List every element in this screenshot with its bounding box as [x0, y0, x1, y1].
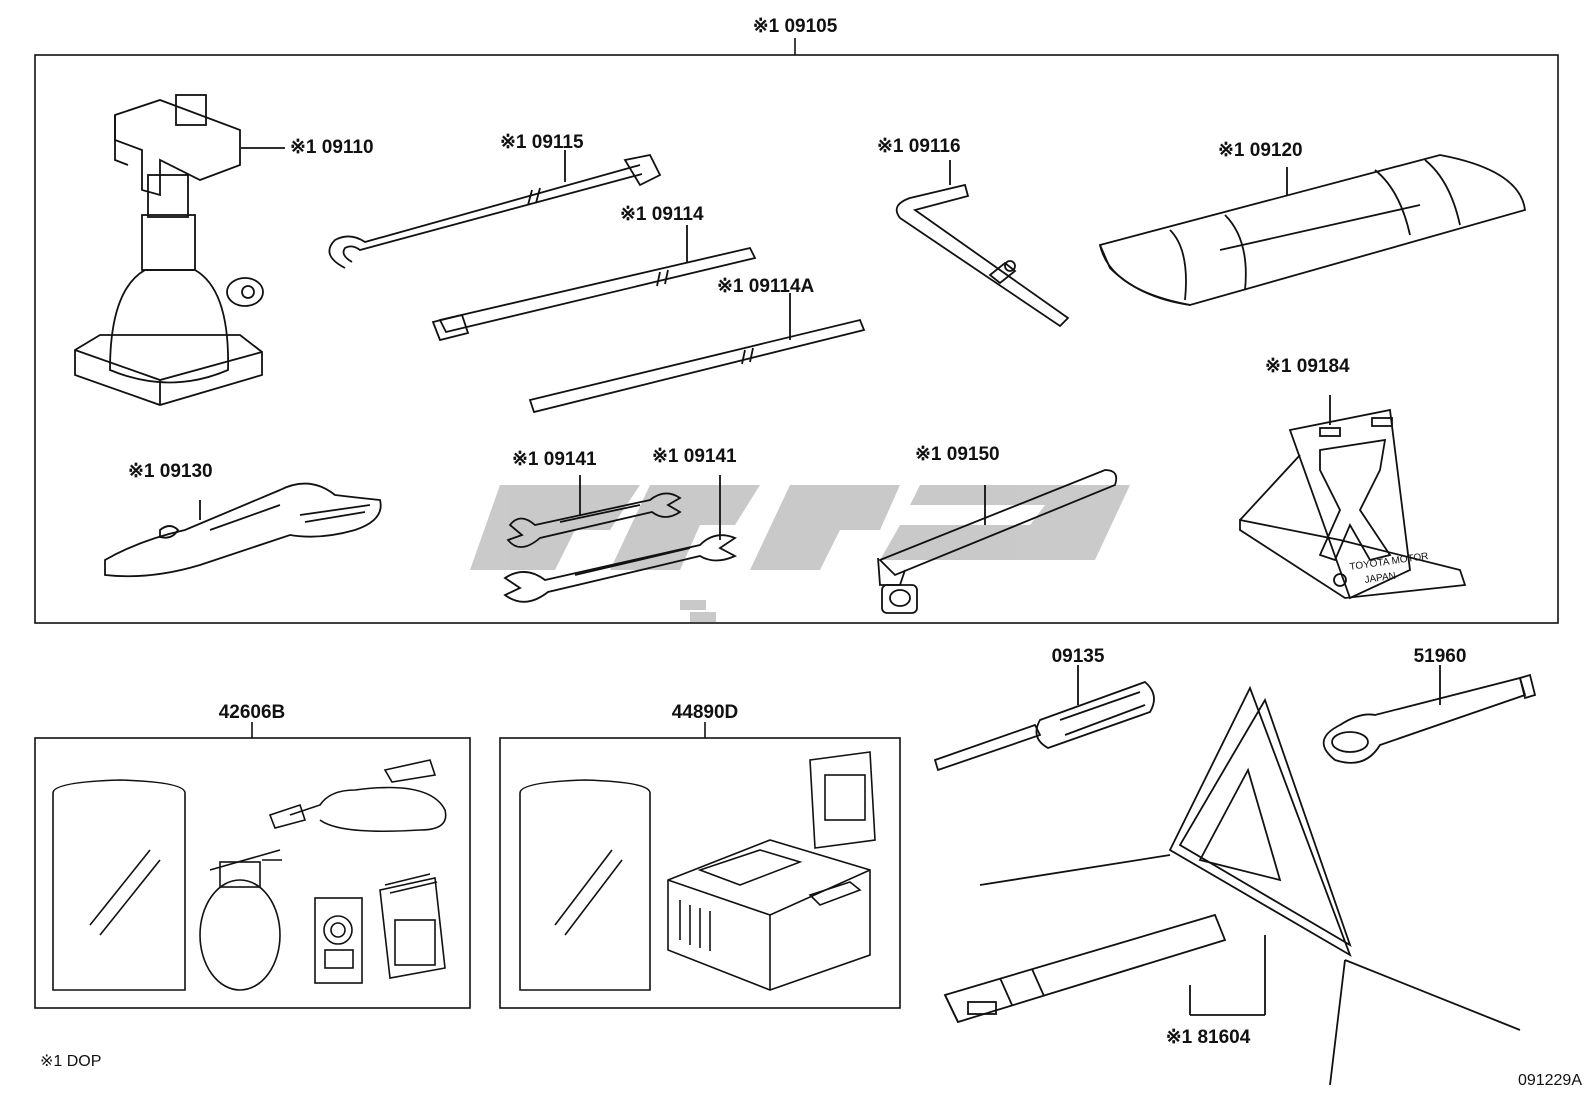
label-triangle-stand: ※1 09184	[1265, 356, 1350, 377]
diagram-code: 091229A	[1518, 1072, 1582, 1089]
label-jack: ※1 09110	[290, 137, 374, 158]
repair-kit-b-drawing	[499, 722, 901, 1009]
stand-drawing	[1239, 395, 1467, 600]
label-set-09105: ※1 09105	[753, 16, 838, 37]
pliers-drawing	[104, 482, 382, 578]
label-repair-kit-b: 44890D	[672, 702, 739, 723]
label-hook-bar: ※1 09115	[500, 132, 584, 153]
main-set-box	[34, 38, 1559, 624]
label-tow-hook: 51960	[1414, 646, 1467, 667]
jack-handle-drawing	[895, 160, 1070, 328]
label-extension-bar: ※1 09114	[620, 204, 704, 225]
label-wheel-wrench: ※1 09150	[915, 444, 1000, 465]
label-warning-triangle: ※1 81604	[1166, 1027, 1251, 1048]
label-tool-bag: ※1 09120	[1218, 140, 1303, 161]
watermark-logo	[470, 485, 1130, 622]
tool-bag-drawing	[1098, 154, 1526, 306]
label-jack-handle: ※1 09116	[877, 136, 961, 157]
label-extension-bar-a: ※1 09114A	[717, 276, 815, 297]
stand-text-line2: JAPAN	[1364, 571, 1397, 586]
label-wrench-1: ※1 09141	[512, 449, 597, 470]
warning-triangle-drawing	[943, 685, 1521, 1086]
tow-hook-drawing	[1322, 665, 1537, 764]
wheel-wrench-drawing	[877, 469, 1118, 614]
extension-bar-a-drawing	[528, 293, 866, 414]
footnote: ※1 DOP	[40, 1053, 101, 1070]
label-pliers: ※1 09130	[128, 461, 213, 482]
hook-bar-drawing	[328, 150, 662, 269]
label-wrench-2: ※1 09141	[652, 446, 737, 467]
extension-bar-drawing	[431, 225, 757, 342]
label-screwdriver: 09135	[1052, 646, 1105, 667]
label-repair-kit-a: 42606B	[219, 702, 286, 723]
jack-drawing	[74, 94, 285, 406]
repair-kit-a-drawing	[34, 722, 471, 1009]
wrench-1-drawing	[506, 475, 682, 548]
wrench-2-drawing	[503, 475, 738, 603]
screwdriver-drawing	[933, 665, 1155, 772]
